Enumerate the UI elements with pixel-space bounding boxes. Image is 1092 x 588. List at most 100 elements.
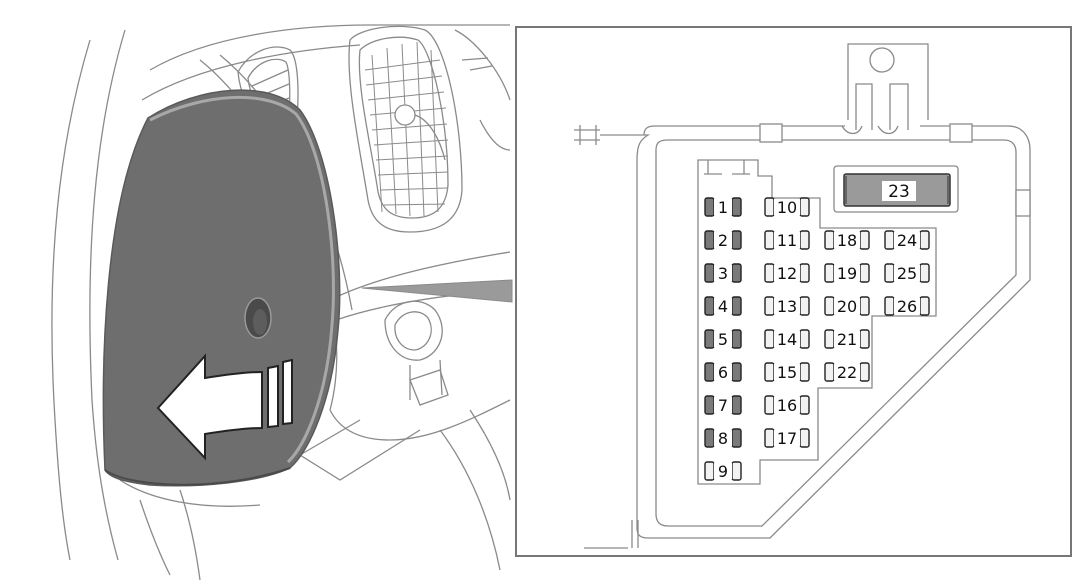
fuse-label-field (834, 265, 860, 281)
arrow-left-icon (156, 353, 263, 461)
big-fuse-label-bg (882, 181, 916, 201)
door-edge-line (89, 29, 126, 561)
fuse-20: 20 (824, 296, 870, 316)
fuse-9: 9 (704, 461, 742, 481)
fuse-terminal-right (731, 197, 742, 217)
fuse-label-field (714, 199, 732, 215)
fuse-number: 9 (718, 462, 728, 481)
fuse-label-field (714, 232, 732, 248)
detail-frame (515, 26, 1072, 557)
light-switch (394, 311, 432, 351)
wire-stub (579, 125, 597, 145)
lower-dashboard (439, 429, 501, 571)
mounting-tab (855, 83, 909, 130)
fuse-1: 1 (704, 197, 742, 217)
fuse-terminal-right (731, 263, 742, 283)
fuse-7: 7 (704, 395, 742, 415)
fuse-terminal-left (884, 263, 895, 283)
fuse-number: 2 (718, 231, 728, 250)
fuse-number: 20 (837, 297, 857, 316)
fuse-number: 25 (897, 264, 917, 283)
fuse-terminal-right (731, 362, 742, 382)
fuse-label-field (774, 199, 800, 215)
fuse-label-field (774, 397, 800, 413)
fuse-label-field (834, 331, 860, 347)
fuse-number: 21 (837, 330, 857, 349)
fuse-label-field (774, 265, 800, 281)
fuse-terminal-left (824, 362, 835, 382)
fuse-number: 1 (718, 198, 728, 217)
fuse-label-field (714, 298, 732, 314)
fuse-terminal-left (704, 263, 715, 283)
fuse-4: 4 (704, 296, 742, 316)
fuse-terminal-left (764, 428, 775, 448)
instrument-cluster (461, 57, 493, 71)
fuse-terminal-left (884, 230, 895, 250)
fuse-number: 4 (718, 297, 728, 316)
fuse-25: 25 (884, 263, 930, 283)
fuse-terminal-right (731, 395, 742, 415)
fuse-17: 17 (764, 428, 810, 448)
fuse-label-field (774, 430, 800, 446)
fuse-terminal-right (859, 362, 870, 382)
fuse-terminal-left (704, 296, 715, 316)
zoom-pointer (361, 279, 513, 303)
fuse-label-field (774, 364, 800, 380)
fuse-label-field (714, 265, 732, 281)
fuse-number: 3 (718, 264, 728, 283)
fuse-number: 5 (718, 330, 728, 349)
box-body-outer (600, 125, 1031, 539)
fuse-terminal-left (764, 263, 775, 283)
fuse-number: 22 (837, 363, 857, 382)
door-edge-line (139, 499, 171, 576)
fuse-terminal-left (704, 395, 715, 415)
fuse-terminal-right (799, 197, 810, 217)
top-clip (949, 123, 973, 143)
fuse-22: 22 (824, 362, 870, 382)
fuse-24: 24 (884, 230, 930, 250)
fuse-terminal-right (731, 461, 742, 481)
fuse-terminal-left (824, 329, 835, 349)
fuse-terminal-left (824, 230, 835, 250)
fuse-number: 26 (897, 297, 917, 316)
fuse-number: 7 (718, 396, 728, 415)
arrow-left-icon (267, 364, 279, 429)
fuse-12: 12 (764, 263, 810, 283)
arrow-left-icon (282, 358, 293, 426)
fuse-number: 11 (777, 231, 797, 250)
lower-dashboard (469, 409, 511, 501)
fuse-terminal-left (704, 362, 715, 382)
fuse-label-field (774, 298, 800, 314)
fuse-label-field (774, 331, 800, 347)
fuse-terminal-left (824, 296, 835, 316)
cover-panel (102, 89, 341, 487)
box-body-inner (655, 139, 1017, 527)
fuse-label-field (894, 265, 920, 281)
fuse-terminal-left (764, 395, 775, 415)
fuse-label-field (834, 364, 860, 380)
fuse-terminal-right (859, 296, 870, 316)
fuse-holder-housing (704, 160, 750, 175)
fuse-label-field (714, 397, 732, 413)
fuse-terminal-right (799, 362, 810, 382)
lower-dashboard (298, 419, 421, 481)
fuse-box-cover (102, 89, 341, 487)
fuse-number: 19 (837, 264, 857, 283)
fuse-label-field (714, 331, 732, 347)
big-fuse-number: 23 (888, 182, 910, 202)
fuse-19: 19 (824, 263, 870, 283)
door-edge-line (179, 489, 201, 581)
fuse-terminal-right (919, 263, 930, 283)
arrow-left-icon (156, 353, 293, 461)
fuse-2: 2 (704, 230, 742, 250)
fuse-number: 12 (777, 264, 797, 283)
fuse-number: 6 (718, 363, 728, 382)
fuse-number: 14 (777, 330, 797, 349)
fuse-terminal-left (764, 329, 775, 349)
pedal (409, 369, 449, 406)
fuse-terminal-right (799, 263, 810, 283)
fuse-21: 21 (824, 329, 870, 349)
fuse-terminal-left (764, 197, 775, 217)
fuse-number: 17 (777, 429, 797, 448)
